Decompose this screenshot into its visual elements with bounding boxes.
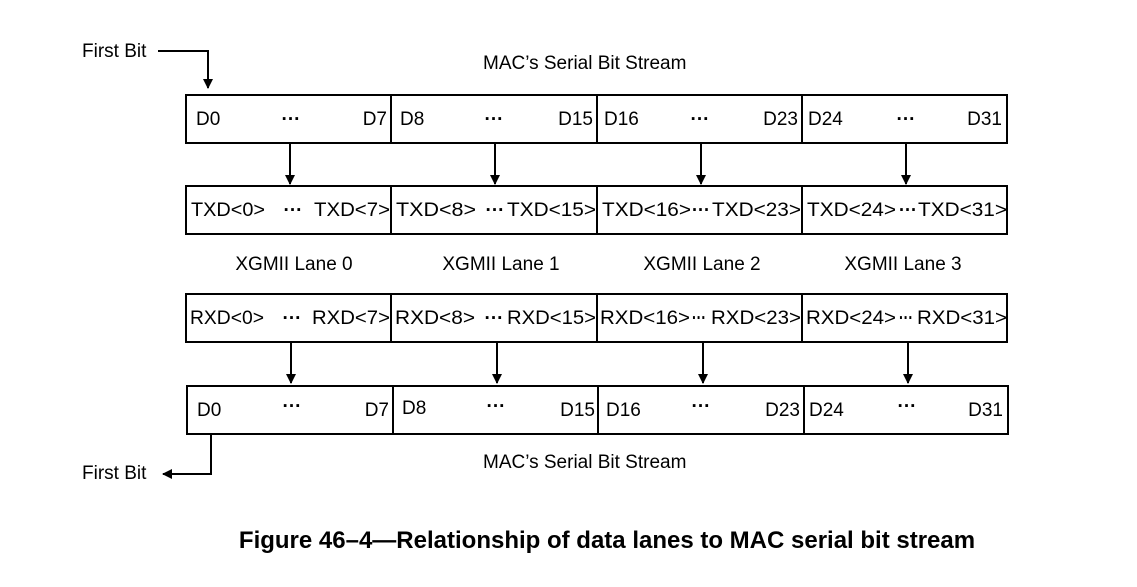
mac-bottom-cell-1-dots: ··· [487, 396, 506, 417]
mac-top-cell-0-right: D7 [363, 109, 387, 130]
mac-top-row: D0 ··· D7 D8 ··· D15 D16 ··· D23 D24 ···… [185, 94, 1008, 144]
mac-top-cell-3-dots: ··· [897, 109, 916, 130]
txd-cell-2-left: TXD<16> [602, 200, 691, 221]
mac-top-cell-1-left: D8 [400, 109, 424, 130]
rxd-cell-3-dots: ··· [899, 308, 913, 329]
mac-top-cell-3-right: D31 [967, 109, 1002, 130]
txd-cell-1-right: TXD<15> [507, 200, 596, 221]
mac-stream-top-label: MAC’s Serial Bit Stream [483, 53, 686, 74]
mac-bottom-cell-1-left: D8 [402, 398, 426, 419]
rxd-cell-2-dots: ··· [692, 308, 706, 329]
first-bit-bottom-arrow [162, 434, 212, 479]
mac-top-cell-1-right: D15 [558, 109, 593, 130]
mac-bottom-cell-3-left: D24 [809, 400, 844, 421]
lane-label-1: XGMII Lane 1 [442, 254, 559, 275]
mac-bottom-cell-0-right: D7 [365, 400, 389, 421]
txd-cell-3-right: TXD<31> [918, 200, 1007, 221]
mac-bottom-cell-3-dots: ··· [898, 396, 917, 417]
mac-top-cell-2-dots: ··· [691, 109, 710, 130]
mac-top-cell-0-dots: ··· [282, 109, 301, 130]
mac-top-cell-2-left: D16 [604, 109, 639, 130]
mac-top-cell-0-left: D0 [196, 109, 220, 130]
txd-cell-0-dots: ··· [284, 200, 303, 221]
mac-bottom-cell-0-left: D0 [197, 400, 221, 421]
first-bit-top-arrow [158, 50, 213, 89]
mac-bottom-row: D0 ··· D7 D8 ··· D15 D16 ··· D23 D24 ···… [186, 385, 1009, 435]
mac-stream-bottom-label: MAC’s Serial Bit Stream [483, 452, 686, 473]
rxd-row: RXD<0> ··· RXD<7> RXD<8> ··· RXD<15> RXD… [185, 293, 1008, 343]
rxd-cell-3-right: RXD<31> [917, 308, 1007, 329]
mac-bottom-cell-2-right: D23 [765, 400, 800, 421]
txd-cell-3-left: TXD<24> [807, 200, 896, 221]
lane-label-2: XGMII Lane 2 [643, 254, 760, 275]
txd-row: TXD<0> ··· TXD<7> TXD<8> ··· TXD<15> TXD… [185, 185, 1008, 235]
lane-label-0: XGMII Lane 0 [235, 254, 352, 275]
rxd-cell-2-left: RXD<16> [600, 308, 690, 329]
rxd-cell-3-left: RXD<24> [806, 308, 896, 329]
txd-cell-2-right: TXD<23> [712, 200, 801, 221]
mac-bottom-cell-0-dots: ··· [283, 396, 302, 417]
rxd-cell-1-dots: ··· [485, 308, 504, 329]
first-bit-top-label: First Bit [82, 41, 147, 62]
txd-cell-1-left: TXD<8> [396, 200, 476, 221]
first-bit-bottom-label: First Bit [82, 463, 147, 484]
figure-caption: Figure 46–4—Relationship of data lanes t… [238, 527, 976, 554]
rxd-cell-0-right: RXD<7> [312, 308, 390, 329]
mac-top-cell-1-dots: ··· [485, 109, 504, 130]
rxd-cell-1-right: RXD<15> [507, 308, 596, 329]
rxd-cell-0-left: RXD<0> [190, 308, 264, 329]
mac-top-cell-3-left: D24 [808, 109, 843, 130]
mac-bottom-cell-1-right: D15 [560, 400, 595, 421]
mac-bottom-cell-2-dots: ··· [692, 396, 711, 417]
txd-cell-1-dots: ··· [486, 200, 505, 221]
txd-cell-0-left: TXD<0> [191, 200, 265, 221]
rxd-cell-0-dots: ··· [283, 308, 302, 329]
mac-bottom-cell-2-left: D16 [606, 400, 641, 421]
txd-cell-3-dots: ··· [899, 200, 917, 221]
rxd-cell-2-right: RXD<23> [711, 308, 801, 329]
rxd-cell-1-left: RXD<8> [395, 308, 475, 329]
mac-top-cell-2-right: D23 [763, 109, 798, 130]
lane-label-3: XGMII Lane 3 [844, 254, 961, 275]
mac-bottom-cell-3-right: D31 [968, 400, 1003, 421]
txd-cell-0-right: TXD<7> [314, 200, 390, 221]
txd-cell-2-dots: ··· [692, 200, 710, 221]
